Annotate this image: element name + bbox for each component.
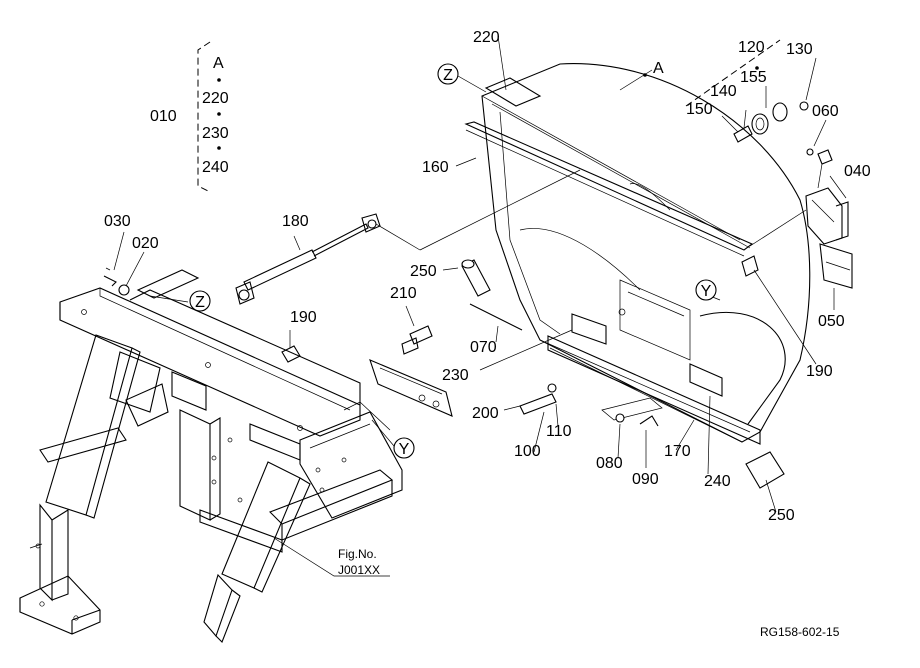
lock-cylinder	[733, 66, 809, 143]
pin-070	[469, 303, 523, 331]
cover-050	[819, 243, 853, 289]
label-170: 170	[664, 443, 691, 460]
kit-item-230: 230	[202, 125, 229, 142]
rod-170	[699, 311, 786, 425]
kit-item-220: 220	[202, 90, 229, 107]
label-250-upper: 250	[410, 263, 437, 280]
kit-item-240: 240	[202, 159, 229, 176]
marker-y-left: Y	[393, 437, 415, 459]
marker-a: A	[653, 60, 664, 77]
label-020: 020	[132, 235, 159, 252]
label-040: 040	[844, 163, 871, 180]
label-140: 140	[710, 83, 737, 100]
label-230: 230	[442, 367, 469, 384]
label-250-lower: 250	[768, 507, 795, 524]
label-100: 100	[514, 443, 541, 460]
label-200: 200	[472, 405, 499, 422]
svg-text:Z: Z	[195, 294, 205, 311]
label-080: 080	[596, 455, 623, 472]
label-155: 155	[740, 69, 767, 86]
label-220: 220	[473, 29, 500, 46]
bolt-100	[519, 383, 557, 415]
seal-strip-160	[464, 121, 754, 257]
cable-060	[817, 163, 823, 189]
marker-z-left: Z	[189, 290, 211, 312]
label-180: 180	[282, 213, 309, 230]
label-210: 210	[390, 285, 417, 302]
svg-text:Y: Y	[399, 441, 410, 458]
latch-link	[749, 209, 807, 247]
pin-and-clip	[103, 267, 130, 296]
marker-a-dot	[643, 73, 647, 77]
label-090: 090	[632, 471, 659, 488]
label-190-left: 190	[290, 309, 317, 326]
label-160: 160	[422, 159, 449, 176]
label-070: 070	[470, 339, 497, 356]
kit-group-code: 010	[150, 108, 177, 125]
kit-group-bracket	[197, 41, 221, 193]
label-120: 120	[738, 39, 765, 56]
nut-060	[806, 148, 833, 165]
lock-group-dash	[685, 39, 781, 107]
doc-code: RG158-602-15	[760, 625, 840, 639]
svg-text:Z: Z	[443, 67, 453, 84]
main-frame	[19, 269, 403, 643]
latch-040	[805, 187, 849, 245]
bolt-210	[401, 325, 433, 355]
label-060: 060	[812, 103, 839, 120]
label-150: 150	[686, 101, 713, 118]
nut-190-right	[741, 255, 759, 277]
marker-z-right: Z	[437, 63, 459, 85]
svg-text:Y: Y	[701, 283, 712, 300]
marker-y-right: Y	[695, 279, 717, 301]
gas-strut	[235, 169, 581, 305]
fig-ref-line1: Fig.No.	[338, 547, 377, 561]
label-050: 050	[818, 313, 845, 330]
plate-080	[601, 397, 663, 427]
leader-lines	[113, 35, 847, 513]
kit-item-a: A	[213, 55, 224, 72]
link-plate	[343, 359, 453, 431]
fig-ref-line2: J001XX	[338, 563, 380, 577]
buffer-250-upper	[461, 259, 491, 297]
label-190-right: 190	[806, 363, 833, 380]
label-130: 130	[786, 41, 813, 58]
label-110: 110	[546, 423, 572, 440]
label-030: 030	[104, 213, 131, 230]
fig-ref-leader	[273, 537, 390, 577]
label-240: 240	[704, 473, 731, 490]
buffer-250-lower	[745, 451, 785, 489]
nut-190-left	[281, 345, 301, 363]
